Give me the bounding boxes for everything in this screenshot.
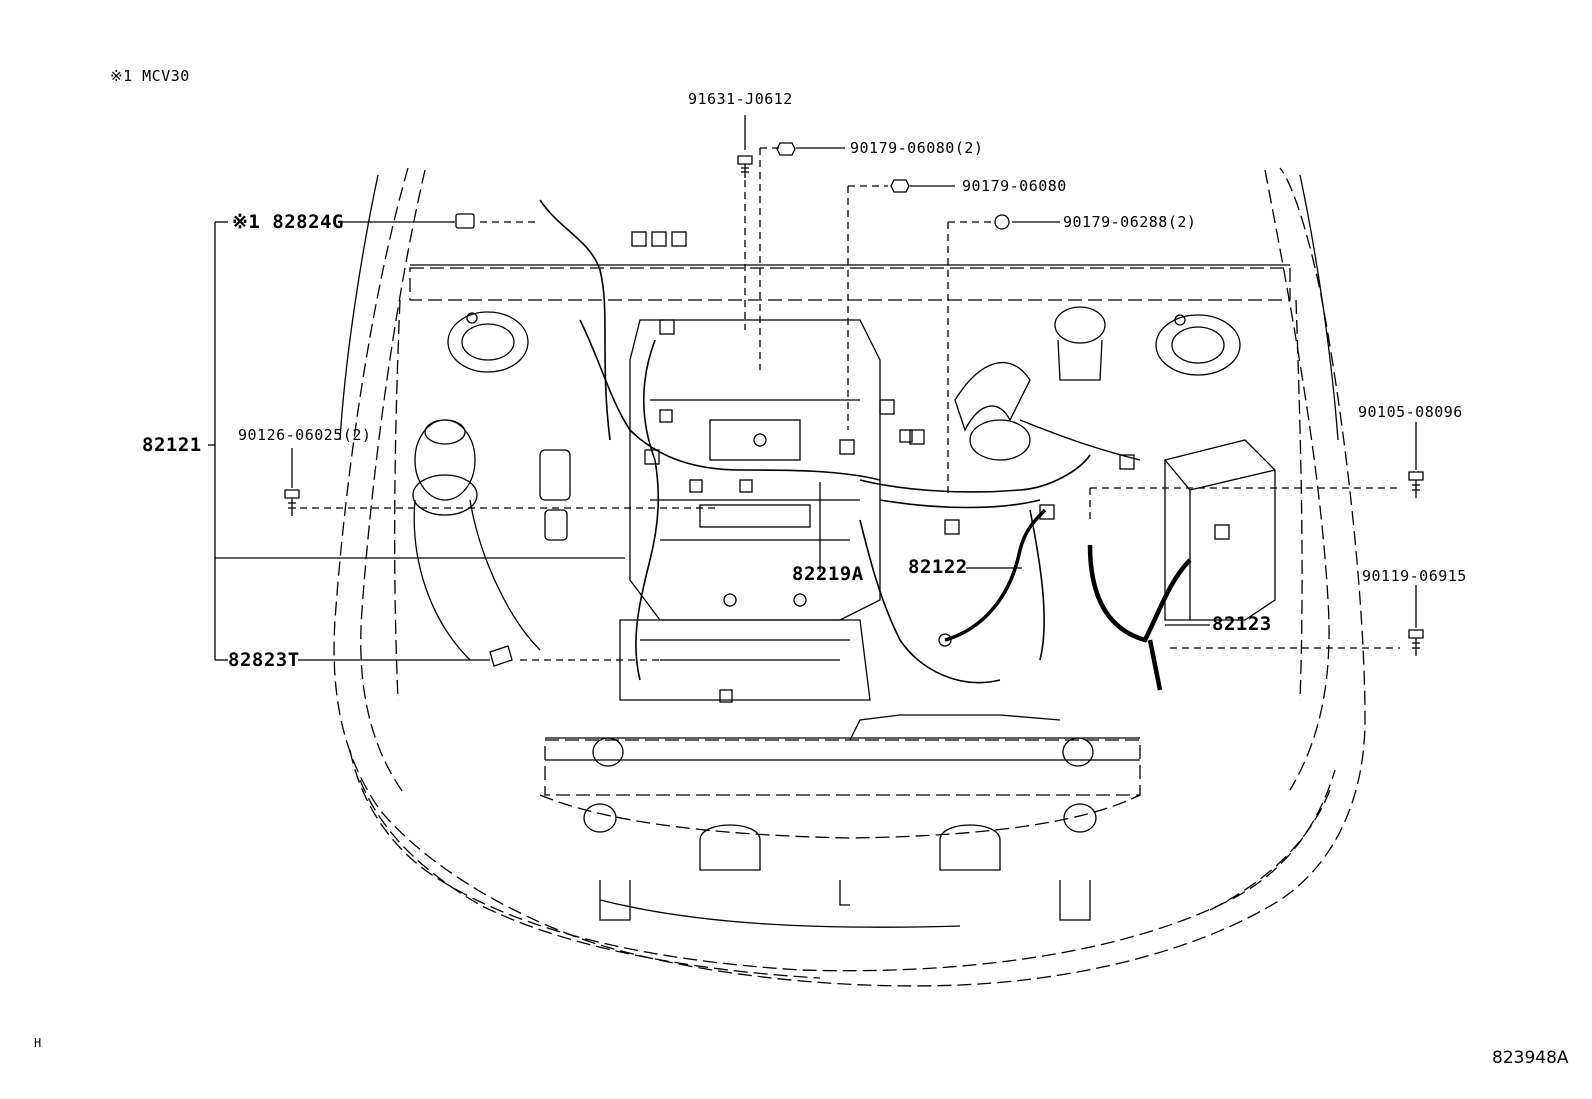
ground-cable — [938, 504, 1055, 647]
battery-cable-positive — [1087, 544, 1192, 691]
clip-icon-90179-c — [994, 214, 1010, 230]
reservoir-left — [412, 419, 571, 661]
bolt-icon-91631 — [737, 155, 753, 178]
part-label-90179-06288-2: 90179-06288(2) — [1063, 213, 1197, 231]
leader-lines — [208, 115, 1417, 661]
figure-code: 823948A — [1492, 1048, 1569, 1068]
part-label-90119-06915: 90119-06915 — [1362, 567, 1467, 585]
inner-body-lines — [339, 174, 1339, 928]
part-label-91631-j0612: 91631-J0612 — [688, 90, 793, 108]
harness-connectors — [631, 231, 1135, 703]
bolt-icon-90105 — [1408, 471, 1424, 498]
radiator-support — [583, 714, 1097, 871]
wiring-harness — [539, 199, 1091, 684]
bolt-icon-90119 — [1408, 629, 1424, 656]
part-label-90126-06025-2: 90126-06025(2) — [238, 426, 372, 444]
part-label-82824g: ※1 82824G — [232, 211, 344, 233]
part-label-82219a: 82219A — [792, 563, 864, 585]
part-label-90105-08096: 90105-08096 — [1358, 403, 1463, 421]
part-label-82121: 82121 — [142, 434, 202, 456]
part-label-82823t: 82823T — [228, 649, 300, 671]
part-label-82123: 82123 — [1212, 613, 1272, 635]
vehicle-body-outline — [333, 167, 1366, 987]
bolt-icon-90126 — [284, 489, 300, 516]
part-label-90179-06080: 90179-06080 — [962, 177, 1067, 195]
sheet-marker: H — [34, 1036, 42, 1050]
battery — [1164, 439, 1276, 621]
nut-icon-90179-b — [890, 179, 910, 193]
engine-block — [619, 319, 881, 701]
air-intake-duct — [954, 306, 1141, 461]
strut-tower-left — [447, 311, 529, 373]
model-note: ※1 MCV30 — [110, 67, 190, 85]
nut-icon-90179-a — [776, 142, 796, 156]
part-label-82122: 82122 — [908, 556, 968, 578]
connector-icon-82824g — [455, 213, 475, 229]
strut-tower-right — [1155, 314, 1241, 376]
part-label-90179-06080-2: 90179-06080(2) — [850, 139, 984, 157]
dashed-leader-lines — [300, 147, 1400, 661]
cap-icon-82823t — [489, 645, 513, 667]
